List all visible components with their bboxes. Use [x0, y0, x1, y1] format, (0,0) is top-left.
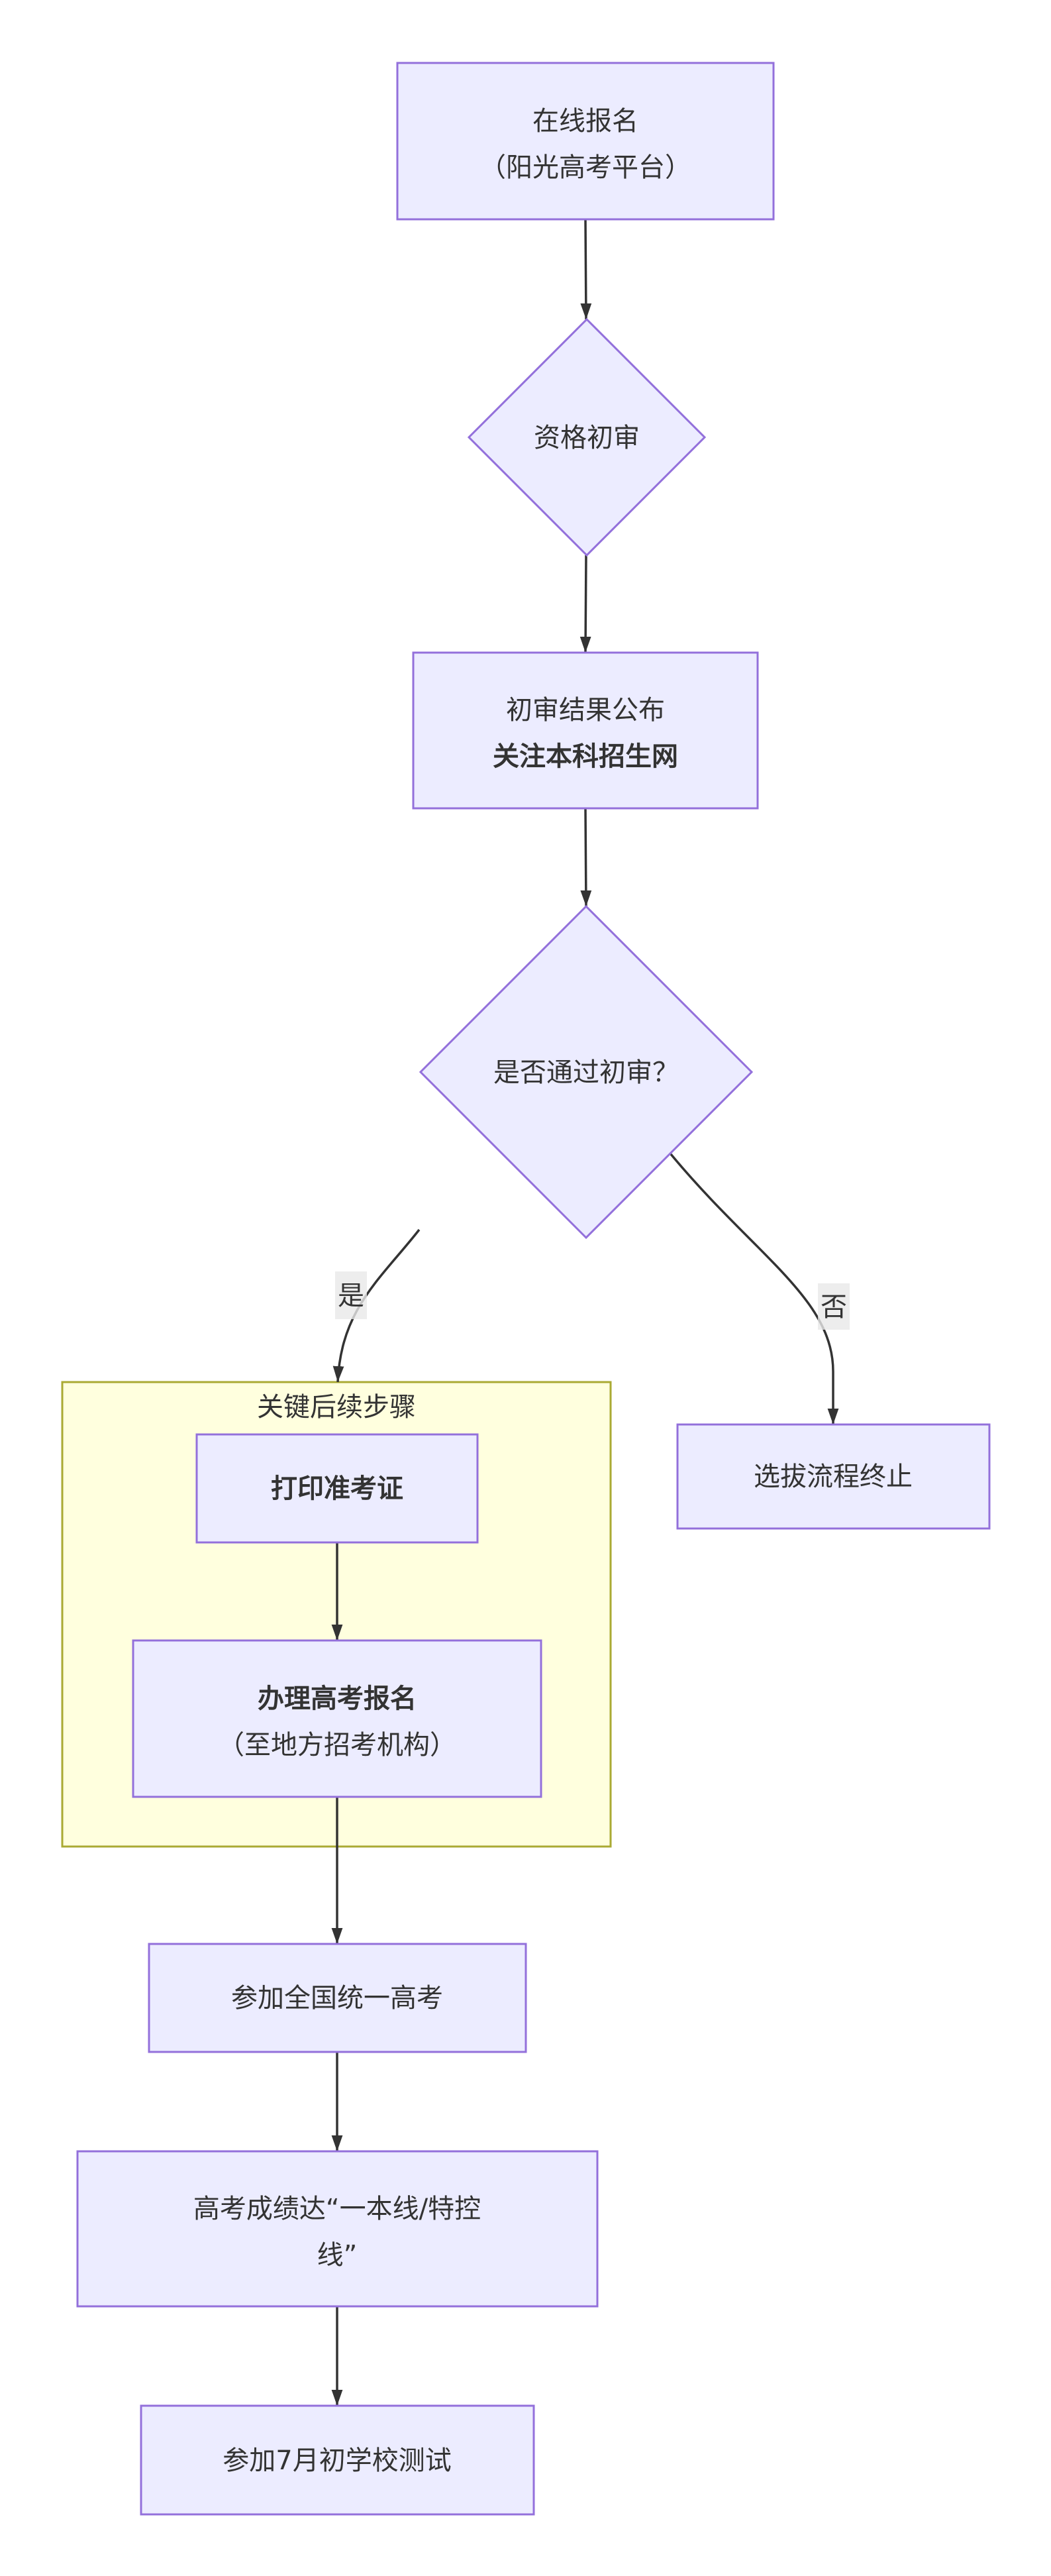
- node-review-result: 初审结果公布 关注本科招生网: [412, 651, 759, 810]
- node-online-registration-line1: 在线报名: [532, 106, 638, 136]
- edge-label-no: 否: [818, 1283, 850, 1330]
- node-national-exam-box: [148, 1943, 527, 2053]
- node-school-test: 参加7月初学校测试: [140, 2404, 535, 2516]
- edge-label-no-text: 否: [821, 1292, 847, 1322]
- node-process-terminated: 选拔流程终止: [676, 1423, 991, 1530]
- node-score-threshold: 高考成绩达“一本线/特控 线”: [76, 2150, 599, 2308]
- node-process-terminated-text: 选拔流程终止: [754, 1462, 913, 1492]
- node-score-threshold-box: [76, 2150, 599, 2308]
- node-online-registration: 在线报名 （阳光高考平台）: [396, 62, 775, 221]
- node-online-registration-line2: （阳光高考平台）: [479, 152, 691, 183]
- node-qualification-review-diamond: [467, 317, 707, 557]
- edge-decision-no: [670, 1153, 839, 1424]
- edge-review-to-result: [579, 555, 591, 653]
- edges: [331, 219, 839, 2406]
- edge-label-yes-text: 是: [338, 1281, 364, 1311]
- edge-result-to-decision: [580, 808, 592, 907]
- node-gaokao-registration-line2: （至地方招考机构）: [218, 1730, 456, 1760]
- node-gaokao-registration: 办理高考报名 （至地方招考机构）: [132, 1639, 542, 1798]
- node-online-registration-box: [396, 62, 775, 221]
- node-review-result-line1: 初审结果公布: [506, 695, 665, 725]
- node-print-ticket-box: [195, 1433, 479, 1544]
- node-gaokao-registration-line1: 办理高考报名: [258, 1684, 417, 1714]
- node-passed-decision-diamond: [419, 904, 754, 1240]
- node-passed-decision-text: 是否通过初审？: [493, 1057, 679, 1088]
- node-score-threshold-line1: 高考成绩达“一本线/特控: [193, 2194, 481, 2224]
- cluster-title: 关键后续步骤: [257, 1392, 416, 1422]
- node-review-result-box: [412, 651, 759, 810]
- edge-label-no-bg: [818, 1283, 850, 1330]
- node-process-terminated-box: [676, 1423, 991, 1530]
- node-qualification-review-text: 资格初审: [534, 423, 640, 453]
- edge-registration-to-review: [580, 219, 592, 320]
- node-school-test-box: [140, 2404, 535, 2516]
- node-print-ticket-text: 打印准考证: [271, 1474, 403, 1504]
- node-score-threshold-line2: 线”: [317, 2240, 358, 2271]
- node-national-exam-text: 参加全国统一高考: [231, 1983, 443, 2013]
- node-gaokao-registration-box: [132, 1639, 542, 1798]
- node-school-test-text: 参加7月初学校测试: [223, 2445, 451, 2476]
- node-passed-decision: 是否通过初审？: [419, 904, 754, 1240]
- edge-label-yes-bg: [335, 1271, 367, 1319]
- edge-label-yes: 是: [335, 1271, 367, 1319]
- node-review-result-line2: 关注本科招生网: [493, 741, 678, 772]
- node-national-exam: 参加全国统一高考: [148, 1943, 527, 2053]
- node-print-ticket: 打印准考证: [195, 1433, 479, 1544]
- node-qualification-review: 资格初审: [467, 317, 707, 557]
